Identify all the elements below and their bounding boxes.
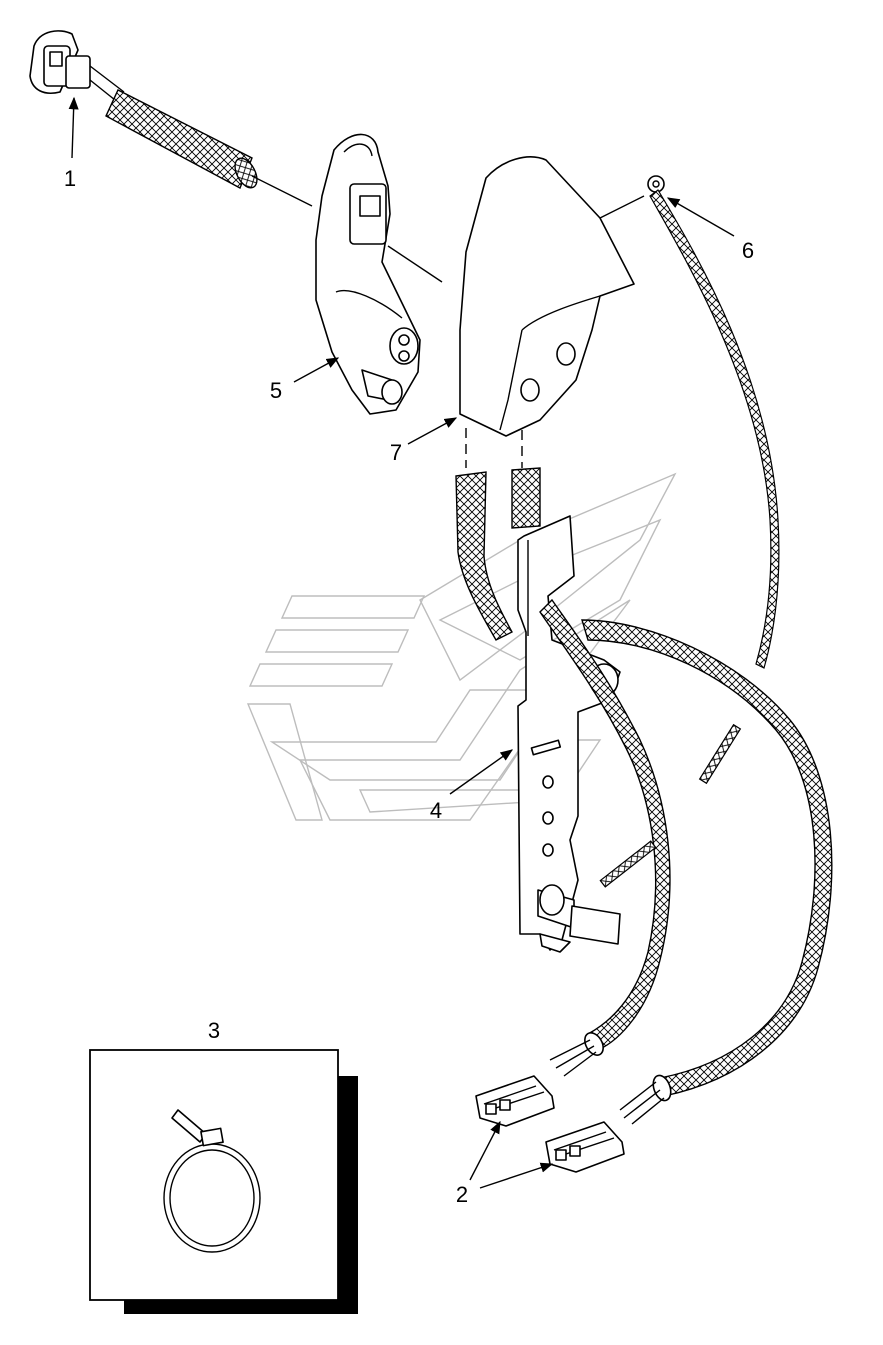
callout-7: 7 (390, 440, 402, 465)
callout-1: 1 (64, 166, 76, 191)
leader-arrows (68, 96, 735, 1189)
part-3-cable-tie-box (89, 1049, 358, 1314)
part-2-plug-connectors (475, 1075, 625, 1173)
part-6-grommet-lead (647, 175, 780, 669)
alignment-lines (465, 428, 523, 468)
callout-3: 3 (208, 1018, 220, 1043)
callout-6: 6 (742, 238, 754, 263)
callout-2: 2 (456, 1182, 468, 1207)
callout-4: 4 (430, 798, 442, 823)
part-4-switch-plate-harness (455, 467, 833, 1125)
part-5-inner-bracket (315, 133, 443, 415)
callout-5: 5 (270, 378, 282, 403)
part-1-connector-lead (29, 30, 313, 207)
part-7-outer-cover (459, 156, 645, 437)
